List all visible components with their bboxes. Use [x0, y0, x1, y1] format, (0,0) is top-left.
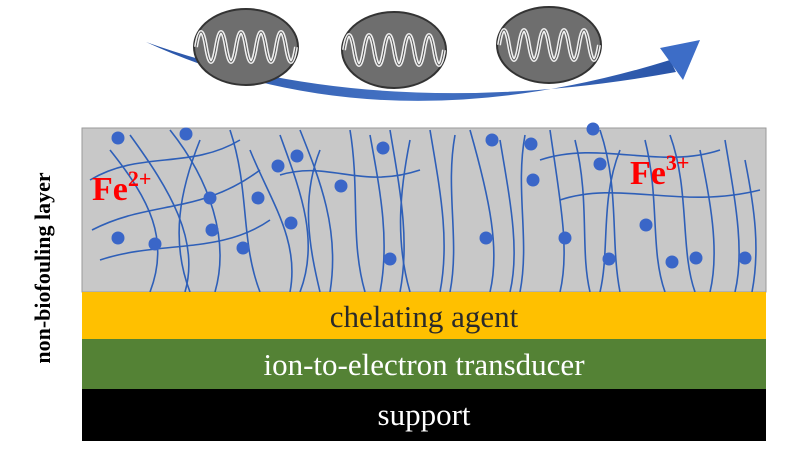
transducer-label: ion-to-electron transducer: [263, 347, 585, 382]
cell-organism-icon: [496, 6, 602, 84]
cell-organism-icon: [193, 8, 299, 86]
non-biofouling-layer-label: non-biofouling layer: [30, 172, 55, 364]
ion-label-fe3: Fe3+: [630, 150, 689, 192]
flow-arrow-icon: [146, 40, 700, 101]
chelating-agent-layer: [82, 292, 766, 339]
transducer-layer: [82, 339, 766, 389]
support-label: support: [378, 397, 471, 432]
chelating-agent-label: chelating agent: [330, 299, 519, 334]
cell-organism-icon: [341, 11, 447, 89]
support-layer: [82, 389, 766, 441]
non-biofouling-layer: [81, 127, 767, 293]
ion-label-fe2: Fe2+: [92, 166, 151, 208]
polymer-fibers: [89, 129, 761, 292]
immobilized-particles: [111, 122, 752, 269]
